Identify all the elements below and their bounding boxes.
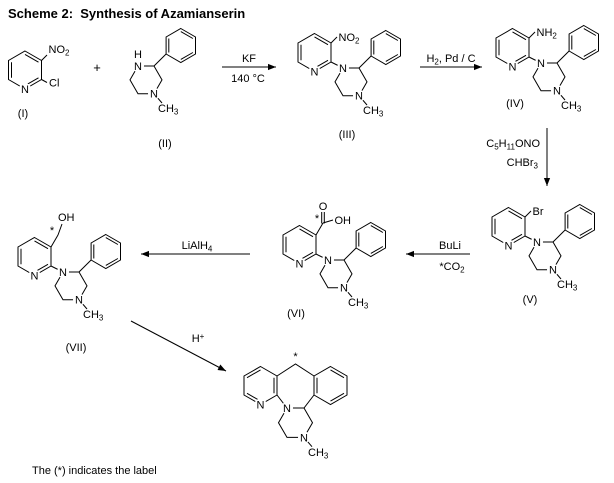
ch3-label: CH3 <box>348 297 369 311</box>
n4-label: N <box>549 265 557 277</box>
br-label: Br <box>533 206 544 218</box>
pyridine-n-label: N <box>31 271 39 283</box>
reagent-buli: BuLi <box>439 240 461 252</box>
reagent-h2-pd: H2, Pd / C <box>426 53 475 67</box>
pyridine-skeleton <box>491 207 538 252</box>
reagent-kf: KF <box>242 53 256 65</box>
reagent-acid: H+ <box>192 332 205 345</box>
structure-azamianserin: * N N N CH3 <box>243 351 348 461</box>
pyridine-double-bonds <box>246 369 275 402</box>
n4-label: N <box>340 283 348 295</box>
n1-label: N <box>324 255 332 267</box>
carboxyl-bonds <box>315 212 334 236</box>
structure-ii: H N N CH3 (II) <box>129 28 196 150</box>
substituent-bond <box>528 31 536 39</box>
pyridine-skeleton <box>297 33 344 78</box>
arrow-step4: BuLi *CO2 <box>406 240 470 275</box>
ch3-label: CH3 <box>363 105 384 119</box>
footer-note: The (*) indicates the label <box>32 465 157 477</box>
arrow-step1: KF 140 °C <box>222 53 276 85</box>
ch3-label: CH3 <box>83 309 104 323</box>
piperazine-ring <box>277 407 314 438</box>
pyridine-n-label: N <box>296 259 304 271</box>
n1-label: N <box>537 58 545 70</box>
nh2-label: NH2 <box>537 27 558 41</box>
reagent-chbr3: CHBr3 <box>507 157 539 171</box>
compound-label-iii: (III) <box>339 129 356 141</box>
compound-label-v: (V) <box>523 294 538 306</box>
substituent-bond <box>524 210 532 218</box>
ch3-label: CH3 <box>308 447 329 461</box>
structure-v: N Br N N CH3 (V) <box>491 204 595 306</box>
benzo-double-bonds <box>316 369 345 402</box>
isotope-star-label: * <box>293 351 298 363</box>
condition-temp: 140 °C <box>231 73 265 85</box>
pyridine-n-label: N <box>311 67 319 79</box>
methylene-bridge-bonds <box>276 363 315 377</box>
n1-label: N <box>533 237 541 249</box>
compound-label-vii: (VII) <box>66 342 87 354</box>
reagent-labeled-co2: *CO2 <box>439 261 465 275</box>
compound-label-ii: (II) <box>158 138 171 150</box>
n4-label: N <box>150 89 158 101</box>
oh-label: OH <box>335 215 352 227</box>
pyridine-skeleton <box>282 225 329 270</box>
pyridine-skeleton <box>17 237 64 282</box>
structure-vi: O OH * N N N CH3 (VI) <box>282 201 386 320</box>
pyridine-n-label: N <box>257 400 265 412</box>
oh-label: OH <box>58 212 75 224</box>
ch3-label: CH3 <box>561 100 582 114</box>
substituent-bond <box>330 36 338 44</box>
arrow-step2: H2, Pd / C <box>420 53 482 71</box>
reagent-amyl-nitrite: C5H11ONO <box>486 138 540 152</box>
n1-label: N <box>59 267 67 279</box>
ring-n-label: N <box>21 84 29 96</box>
reagent-lialh4: LiAlH4 <box>182 240 213 254</box>
structure-i: N Cl NO2 (I) <box>8 44 71 120</box>
n1-label: N <box>339 63 347 75</box>
structure-iv: N NH2 N N CH3 (IV) <box>495 25 599 114</box>
arrow-step5: LiAlH4 <box>141 240 250 258</box>
substituent-bonds <box>41 54 48 83</box>
pyridine-skeleton <box>495 28 542 73</box>
carbonyl-o-label: O <box>319 201 328 213</box>
cl-label: Cl <box>49 78 59 90</box>
ch3-label: CH3 <box>557 279 578 293</box>
scheme-title: Scheme 2: Synthesis of Azamianserin <box>8 6 245 21</box>
hydroxymethyl-bonds <box>50 223 63 248</box>
arrow-step6: H+ <box>130 320 227 372</box>
azepine-n-label: N <box>283 403 291 415</box>
nh-h-label: H <box>134 49 142 61</box>
no2-label: NO2 <box>49 44 71 58</box>
structure-vii: OH * N N N CH3 (VII) <box>17 212 121 354</box>
compound-label-vi: (VI) <box>287 308 305 320</box>
n4-label: N <box>75 295 83 307</box>
reaction-arrow <box>130 320 227 372</box>
pyridine-n-label: N <box>509 62 517 74</box>
ch3-label: CH3 <box>158 103 179 117</box>
azepine-bottom-bonds <box>276 394 315 409</box>
no2-label: NO2 <box>339 32 361 46</box>
n1-label: N <box>134 61 142 73</box>
benzo-ring <box>313 365 348 406</box>
pyridine-n-label: N <box>505 241 513 253</box>
arrow-step3: C5H11ONO CHBr3 <box>486 128 551 186</box>
isotope-star-label: * <box>315 213 320 225</box>
piperazine-n-label: N <box>300 432 308 444</box>
compound-label-iv: (IV) <box>506 98 524 110</box>
compound-label-i: (I) <box>18 108 28 120</box>
plus-sign: + <box>93 60 101 75</box>
isotope-star-label: * <box>50 225 55 237</box>
n4-label: N <box>355 91 363 103</box>
structure-iii: N NO2 N N CH3 (III) <box>297 30 401 141</box>
n4-label: N <box>553 86 561 98</box>
double-bond-lines <box>11 53 39 87</box>
